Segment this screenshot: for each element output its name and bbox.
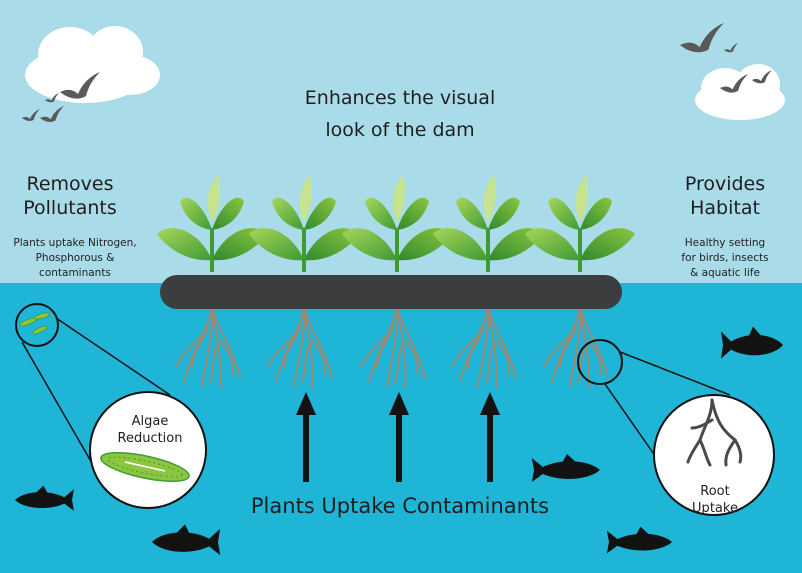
right-heading: Provides Habitat <box>660 172 790 220</box>
right-detail-line-3: & aquatic life <box>690 267 760 279</box>
right-cloud <box>695 64 785 120</box>
left-heading-line-1: Removes <box>26 173 114 195</box>
root-zoom <box>577 339 775 516</box>
left-detail: Plants uptake Nitrogen, Phosphorous & co… <box>5 236 145 281</box>
right-heading-line-2: Habitat <box>690 197 760 219</box>
left-detail-line-2: Phosphorous & <box>35 252 115 264</box>
center-heading-line-2: look of the dam <box>325 119 475 141</box>
left-detail-line-3: contaminants <box>39 267 111 279</box>
right-detail-line-1: Healthy setting <box>684 237 766 249</box>
left-detail-line-1: Plants uptake Nitrogen, <box>13 237 137 249</box>
center-heading-line-1: Enhances the visual <box>304 87 496 109</box>
floating-island <box>160 275 622 309</box>
right-detail: Healthy setting for birds, insects & aqu… <box>660 236 790 281</box>
root-uptake-label-line-1: Root <box>700 484 730 499</box>
algae-cell <box>100 451 190 483</box>
center-heading: Enhances the visual look of the dam <box>240 86 560 142</box>
algae-label-line-1: Algae <box>131 414 169 429</box>
bottom-caption: Plants Uptake Contaminants <box>250 494 550 518</box>
left-heading-line-2: Pollutants <box>23 197 117 219</box>
right-detail-line-2: for birds, insects <box>681 252 769 264</box>
right-heading-line-1: Provides <box>684 173 766 195</box>
root-uptake-label-line-2: Uptake <box>692 501 738 516</box>
root-uptake-label: Root Uptake <box>665 483 765 517</box>
algae-label-line-2: Reduction <box>117 431 183 446</box>
left-heading: Removes Pollutants <box>5 172 135 220</box>
uptake-arrows <box>296 392 500 482</box>
left-cloud <box>25 26 160 103</box>
algae-label: Algae Reduction <box>100 413 200 447</box>
algae-zoom <box>15 303 207 509</box>
root-illustration <box>686 398 743 467</box>
